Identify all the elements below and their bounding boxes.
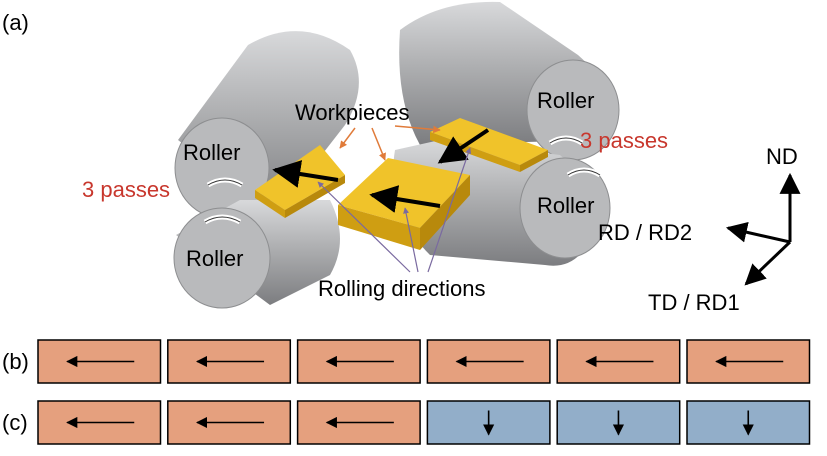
roller-label-left-bottom: Roller: [186, 246, 243, 271]
left-bottom-roller: [173, 200, 340, 309]
rolling-leader-center: [403, 207, 419, 273]
workpiece-left-arrow: [272, 160, 339, 188]
strip-b-cell: [37, 339, 162, 384]
axis-label-nd: ND: [766, 144, 798, 169]
panel-label-b: (b): [2, 349, 29, 374]
workpieces-leader-center: [371, 127, 386, 161]
left-top-roller: [174, 31, 359, 219]
workpieces-leader-left: [339, 127, 356, 149]
roller-label-right-bottom: Roller: [537, 193, 594, 218]
left-rotation-icons: [203, 177, 244, 225]
coordinate-axes: [725, 172, 801, 286]
passes-label-right: 3 passes: [580, 128, 668, 153]
strip-c: [37, 400, 811, 445]
panel-label-c: (c): [2, 410, 28, 435]
rolling-leader-right: [427, 147, 472, 273]
workpiece-right-arrow: [437, 128, 490, 164]
workpiece-center-arrow: [369, 185, 441, 213]
rolling-leader-left: [317, 181, 411, 273]
roller-label-left-top: Roller: [183, 140, 240, 165]
strip-b: [37, 339, 811, 384]
passes-label-left: 3 passes: [82, 177, 170, 202]
workpieces-leader-right: [394, 125, 441, 134]
roller-label-right-top: Roller: [537, 88, 594, 113]
workpieces-label: Workpieces: [295, 100, 410, 125]
panel-label-a: (a): [2, 10, 29, 35]
right-rotation-icons: [548, 135, 602, 178]
axis-label-rd: RD / RD2: [598, 220, 692, 245]
axis-label-td: TD / RD1: [648, 290, 740, 315]
rolling-directions-label: Rolling directions: [318, 276, 486, 301]
